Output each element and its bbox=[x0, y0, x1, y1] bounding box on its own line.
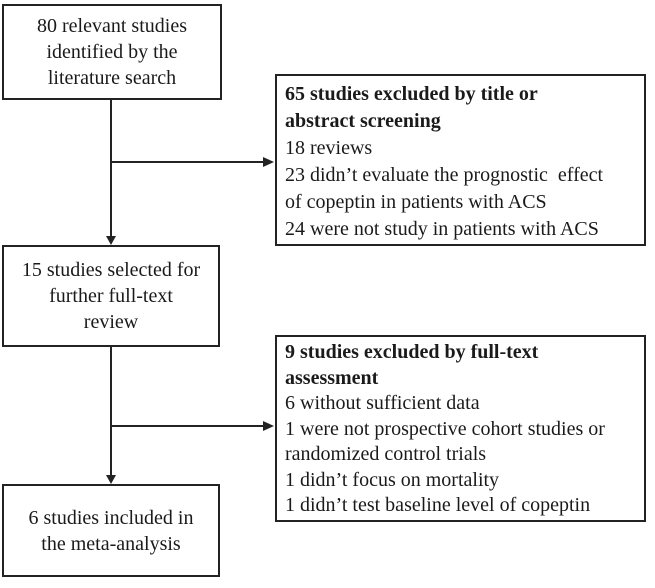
exclusion-reason-line: 1 didn’t focus on mortality bbox=[285, 468, 500, 491]
box-text-line: further full-text bbox=[49, 285, 173, 307]
connector-vertical-2 bbox=[110, 347, 112, 475]
box-text-line: 80 relevant studies bbox=[37, 15, 187, 37]
exclusion-reason-line: 1 were not prospective cohort studies or bbox=[285, 417, 605, 440]
box-text-line: literature search bbox=[47, 67, 177, 89]
box-text-line: identified by the bbox=[46, 41, 178, 63]
exclusion-reason-line: 23 didn’t evaluate the prognostic effect bbox=[285, 164, 604, 186]
box-identified-studies: 80 relevant studies identified by the li… bbox=[2, 4, 222, 100]
exclusion-reason-line: of copeptin in patients with ACS bbox=[285, 191, 547, 213]
arrowhead-down-1-icon bbox=[106, 236, 116, 245]
arrowhead-down-2-icon bbox=[106, 475, 116, 484]
box-fulltext-review: 15 studies selected for further full-tex… bbox=[2, 245, 220, 347]
exclusion-reason-line: randomized control trials bbox=[285, 443, 487, 465]
box-excluded-fulltext: 9 studies excluded by full-text assessme… bbox=[275, 335, 646, 522]
box-title-line: 65 studies excluded by title or bbox=[285, 83, 538, 105]
exclusion-reason-line: 1 didn’t test baseline level of copeptin bbox=[285, 494, 591, 516]
box-included-studies: 6 studies included in the meta-analysis bbox=[2, 484, 220, 577]
exclusion-reason-line: 6 without sufficient data bbox=[285, 392, 480, 414]
box-title-line: 9 studies excluded by full-text bbox=[285, 341, 539, 363]
box-text-line: the meta-analysis bbox=[41, 532, 181, 555]
connector-horizontal-1 bbox=[111, 161, 263, 163]
box-title-line: abstract screening bbox=[285, 110, 441, 132]
exclusion-reason-line: 18 reviews bbox=[285, 137, 373, 159]
box-text-line: 15 studies selected for bbox=[21, 259, 201, 281]
connector-horizontal-2 bbox=[111, 425, 263, 427]
box-text-line: 6 studies included in bbox=[28, 506, 194, 529]
box-excluded-screening: 65 studies excluded by title or abstract… bbox=[275, 74, 646, 246]
connector-vertical-1 bbox=[110, 100, 112, 236]
arrowhead-right-1-icon bbox=[263, 157, 274, 167]
arrowhead-right-2-icon bbox=[263, 421, 274, 431]
box-text-line: review bbox=[83, 311, 139, 333]
exclusion-reason-line: 24 were not study in patients with ACS bbox=[285, 218, 599, 240]
box-title-line: assessment bbox=[285, 366, 379, 389]
